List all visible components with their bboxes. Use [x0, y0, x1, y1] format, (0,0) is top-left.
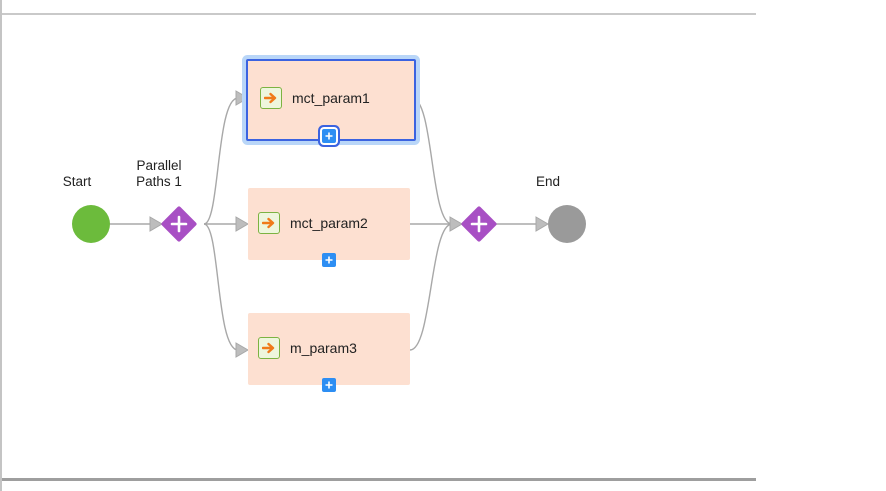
arrowhead-to-task1	[235, 90, 249, 106]
start-label: Start	[62, 174, 92, 189]
canvas-left-border	[0, 0, 2, 491]
arrow-right-icon	[260, 87, 282, 109]
fork-label-line2: Paths 1	[136, 174, 182, 189]
connector-fork-to-task3[interactable]	[203, 223, 239, 351]
join-plus-icon	[461, 206, 497, 242]
arrow-right-icon	[258, 337, 280, 359]
arrowhead-to-join	[449, 216, 463, 232]
task-mct-param1[interactable]: mct_param1	[246, 59, 416, 141]
task-label: m_param3	[290, 340, 357, 356]
connector-fork-to-task1[interactable]	[203, 97, 239, 225]
expand-task3-button[interactable]	[322, 378, 336, 392]
arrowhead-to-task2	[235, 216, 249, 232]
arrowhead-to-task3	[235, 342, 249, 358]
plus-icon	[325, 381, 333, 389]
plus-icon	[325, 256, 333, 264]
arrow-right-icon	[258, 212, 280, 234]
arrowhead-to-end	[535, 216, 549, 232]
connector-task3-to-join[interactable]	[409, 223, 453, 351]
start-event[interactable]	[72, 205, 110, 243]
end-label: End	[535, 174, 561, 189]
fork-plus-icon	[161, 206, 197, 242]
expand-task2-button[interactable]	[322, 253, 336, 267]
fork-label: Parallel Paths 1	[124, 158, 194, 190]
fork-label-line1: Parallel	[136, 158, 182, 173]
task-mct-param2[interactable]: mct_param2	[248, 188, 410, 260]
plus-icon	[325, 132, 333, 140]
arrowhead-to-fork	[149, 216, 163, 232]
task-m-param3[interactable]: m_param3	[248, 313, 410, 385]
task-label: mct_param1	[292, 90, 370, 106]
task-label: mct_param2	[290, 215, 368, 231]
end-event[interactable]	[548, 205, 586, 243]
expand-task1-button[interactable]	[322, 129, 336, 143]
connector-task1-to-join[interactable]	[411, 97, 453, 225]
canvas-bottom-divider	[2, 478, 756, 481]
canvas-top-divider	[2, 13, 756, 15]
